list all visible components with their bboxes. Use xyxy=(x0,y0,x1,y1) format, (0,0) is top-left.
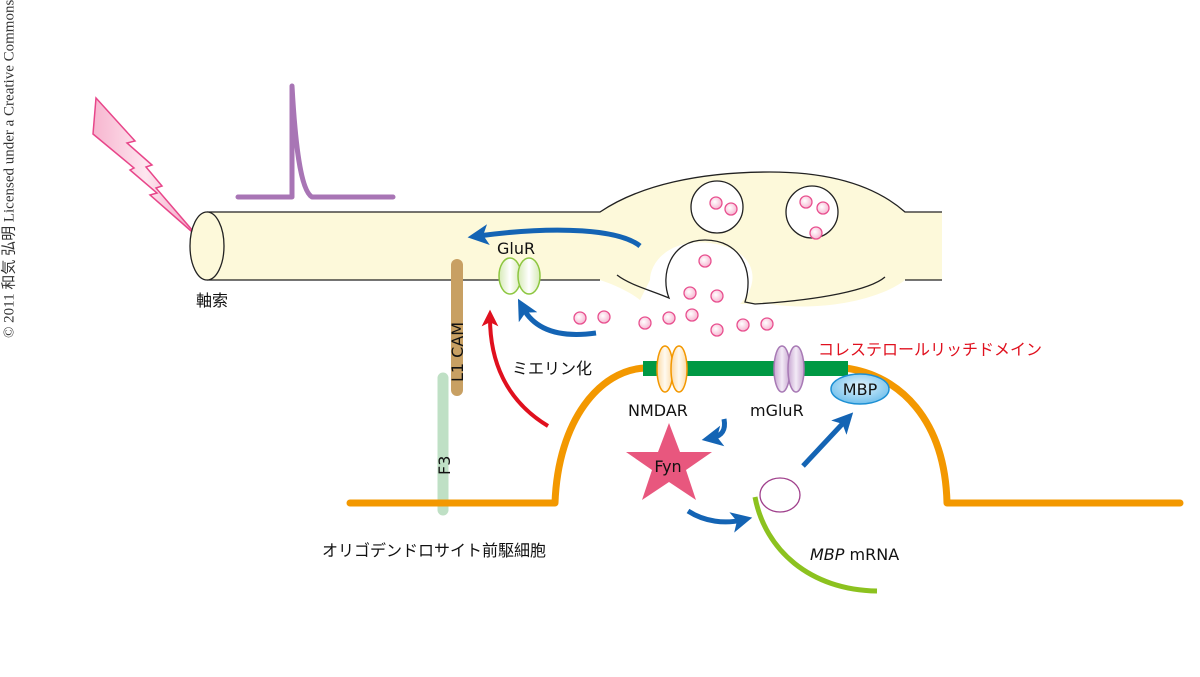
mbp-protein xyxy=(830,373,890,405)
mbp-mrna-strand xyxy=(752,496,878,594)
mrna-suffix: mRNA xyxy=(844,545,899,564)
synaptic-release-pocket xyxy=(616,239,886,305)
f3-label: F3 xyxy=(435,456,454,475)
action-potential-spike xyxy=(235,83,396,200)
glutamate-arrow xyxy=(517,298,597,337)
nmdar-to-fyn-arrow xyxy=(701,418,727,447)
mglur-receptor xyxy=(773,345,805,393)
l1cam-label: L1 CAM xyxy=(448,322,467,382)
mbp-label: MBP xyxy=(843,380,878,399)
translation-arrow xyxy=(801,412,854,468)
axon-label: 軸索 xyxy=(196,291,228,310)
nmdar-receptor xyxy=(656,345,688,393)
mbp-gene-name: MBP xyxy=(810,545,845,564)
glur-label: GluR xyxy=(497,239,535,258)
cholesterol-domain-label: コレステロールリッチドメイン xyxy=(818,340,1042,359)
myelination-label: ミエリン化 xyxy=(512,359,592,378)
glur-receptor xyxy=(498,257,541,295)
myelination-arrow xyxy=(481,309,550,428)
fyn-to-mrna-arrow xyxy=(686,508,753,533)
signal-arrow-axon xyxy=(467,224,642,249)
axon xyxy=(189,171,942,307)
fyn-kinase xyxy=(626,423,712,500)
neurotransmitters xyxy=(573,195,830,337)
mglur-label: mGluR xyxy=(750,401,804,420)
axon-cross-section xyxy=(189,211,225,281)
mbp-mrna-label: MBP mRNA xyxy=(810,545,899,564)
opc-membrane xyxy=(346,364,1184,507)
ribosome xyxy=(759,477,801,513)
nmdar-label: NMDAR xyxy=(628,401,688,420)
lightning-bolt-icon xyxy=(92,96,200,239)
fyn-label: Fyn xyxy=(654,457,681,476)
opc-label: オリゴデンドロサイト前駆細胞 xyxy=(322,541,546,560)
